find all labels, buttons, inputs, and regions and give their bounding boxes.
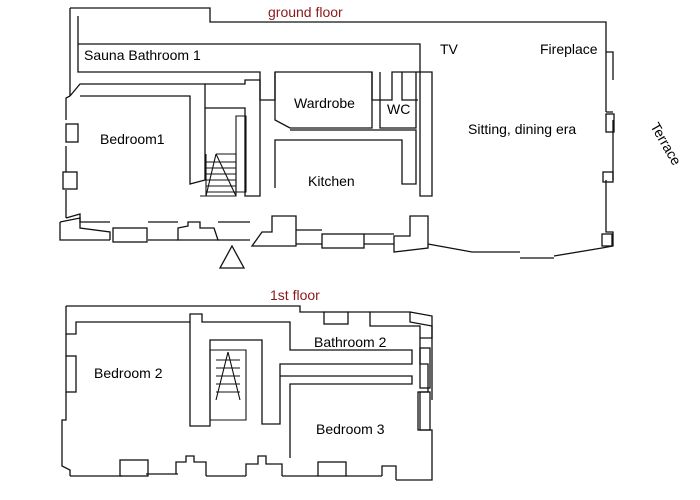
first-stair-core bbox=[189, 322, 413, 427]
room-label-sauna-bathroom: Sauna Bathroom 1 bbox=[84, 47, 201, 63]
room-label-bedroom1: Bedroom1 bbox=[100, 131, 165, 147]
first-outer-wall-top-inner bbox=[65, 306, 291, 335]
window-bedroom3-right bbox=[417, 391, 431, 431]
room-label-sitting-dining: Sitting, dining era bbox=[468, 121, 576, 137]
window-top-2 bbox=[369, 311, 433, 339]
room-label-wc: WC bbox=[387, 101, 410, 117]
window-bottom-4 bbox=[250, 215, 297, 247]
window-bottom-6 bbox=[393, 215, 429, 253]
ground-bottom-wall-lower bbox=[59, 222, 554, 259]
room-label-bedroom3: Bedroom 3 bbox=[316, 421, 385, 437]
ground-floor-title: ground floor bbox=[268, 4, 343, 20]
window-bedroom1-left bbox=[65, 123, 79, 143]
window-bottom-f4 bbox=[317, 461, 347, 477]
window-sitting-lower bbox=[602, 171, 614, 183]
window-bottom-f5 bbox=[381, 465, 397, 480]
first-outer-wall-left bbox=[61, 334, 71, 476]
wardrobe-wall bbox=[274, 72, 373, 129]
window-sitting-corner bbox=[601, 233, 613, 247]
first-inner-divider bbox=[280, 375, 413, 458]
wc-wall bbox=[379, 72, 418, 129]
room-label-bathroom2: Bathroom 2 bbox=[314, 334, 387, 350]
window-bottom-3 bbox=[177, 221, 219, 241]
kitchen-counter-wall bbox=[274, 129, 417, 188]
ground-floor-plan: ground floor bbox=[59, 4, 685, 269]
window-bedroom2-left bbox=[65, 355, 77, 393]
room-label-kitchen: Kitchen bbox=[308, 173, 355, 189]
sauna-inner-wall bbox=[77, 16, 433, 197]
label-terrace: Terrace bbox=[647, 120, 684, 169]
label-fireplace: Fireplace bbox=[540, 41, 598, 57]
ground-outer-wall-top bbox=[70, 7, 614, 80]
bedroom1-top-wall bbox=[69, 83, 206, 185]
entrance-triangle-icon bbox=[218, 244, 246, 269]
window-bottom-5 bbox=[321, 233, 365, 249]
first-floor-title: 1st floor bbox=[270, 287, 320, 303]
window-bottom-f2 bbox=[175, 455, 207, 476]
ground-outer-wall-left bbox=[65, 95, 71, 218]
staircase-icon bbox=[200, 115, 247, 197]
window-sitting-right bbox=[605, 113, 615, 133]
first-bottom-wall bbox=[70, 473, 382, 477]
central-core-wall bbox=[205, 79, 261, 197]
window-bedroom1-lower bbox=[62, 171, 78, 190]
window-bottom-2 bbox=[112, 227, 148, 243]
label-tv: TV bbox=[440, 41, 459, 57]
window-bathroom2-right bbox=[419, 347, 431, 389]
window-bottom-f3 bbox=[245, 455, 283, 476]
window-bottom-f1 bbox=[119, 459, 149, 477]
room-label-wardrobe: Wardrobe bbox=[294, 95, 355, 111]
ground-outer-wall-right bbox=[601, 111, 614, 249]
staircase-icon bbox=[209, 349, 247, 421]
first-floor-plan: 1st floor Bedroom 2 Bathroom 2 Be bbox=[61, 287, 433, 481]
first-outer-wall-right bbox=[396, 338, 433, 481]
room-label-bedroom2: Bedroom 2 bbox=[94, 365, 163, 381]
window-top-1 bbox=[323, 311, 349, 325]
window-bottom-1 bbox=[59, 217, 111, 240]
